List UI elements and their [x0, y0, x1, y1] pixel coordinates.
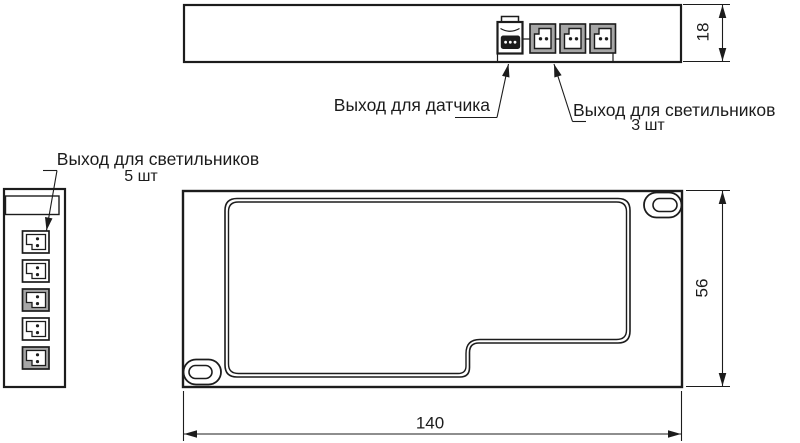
sensor-connector-icon	[496, 15, 524, 55]
end-connector-icon-1	[21, 230, 50, 254]
dimension-140	[182, 391, 683, 441]
main-view-body	[181, 189, 684, 389]
dimension-18	[683, 3, 730, 63]
dimension-56-value: 56	[692, 278, 712, 298]
end-connector-icon-2	[21, 259, 50, 283]
main-view	[181, 189, 684, 389]
leader-lights-output-5	[43, 169, 58, 231]
light-connector-icon-3	[589, 23, 617, 54]
label-sensor-output: Выход для датчика	[333, 95, 490, 115]
leader-lights-output-3	[553, 63, 586, 123]
label-lights-output-5: Выход для светильников	[56, 149, 260, 169]
end-connector-icon-4	[21, 317, 50, 341]
label-lights-output-3: Выход для светильников	[573, 100, 776, 120]
end-view-top-band	[4, 195, 60, 216]
label-lights-output-3-qty: 3 шт	[631, 117, 665, 134]
cover-outline-outer	[224, 197, 631, 378]
end-view	[2, 187, 67, 389]
mounting-slot-top-right	[643, 191, 683, 219]
light-connector-icon-1	[529, 23, 557, 54]
light-connector-icon-2	[559, 23, 587, 54]
dimension-56	[686, 189, 730, 388]
dimension-140-value: 140	[415, 413, 445, 433]
end-connector-icon-3	[21, 288, 50, 312]
leader-sensor-output	[455, 63, 510, 119]
end-connector-icon-5	[21, 346, 50, 370]
dimension-18-value: 18	[693, 22, 713, 42]
side-view	[182, 3, 683, 64]
cover-outline-inner	[227, 201, 628, 375]
label-lights-output-5-qty: 5 шт	[124, 168, 158, 185]
mounting-slot-bottom-left	[182, 358, 222, 386]
